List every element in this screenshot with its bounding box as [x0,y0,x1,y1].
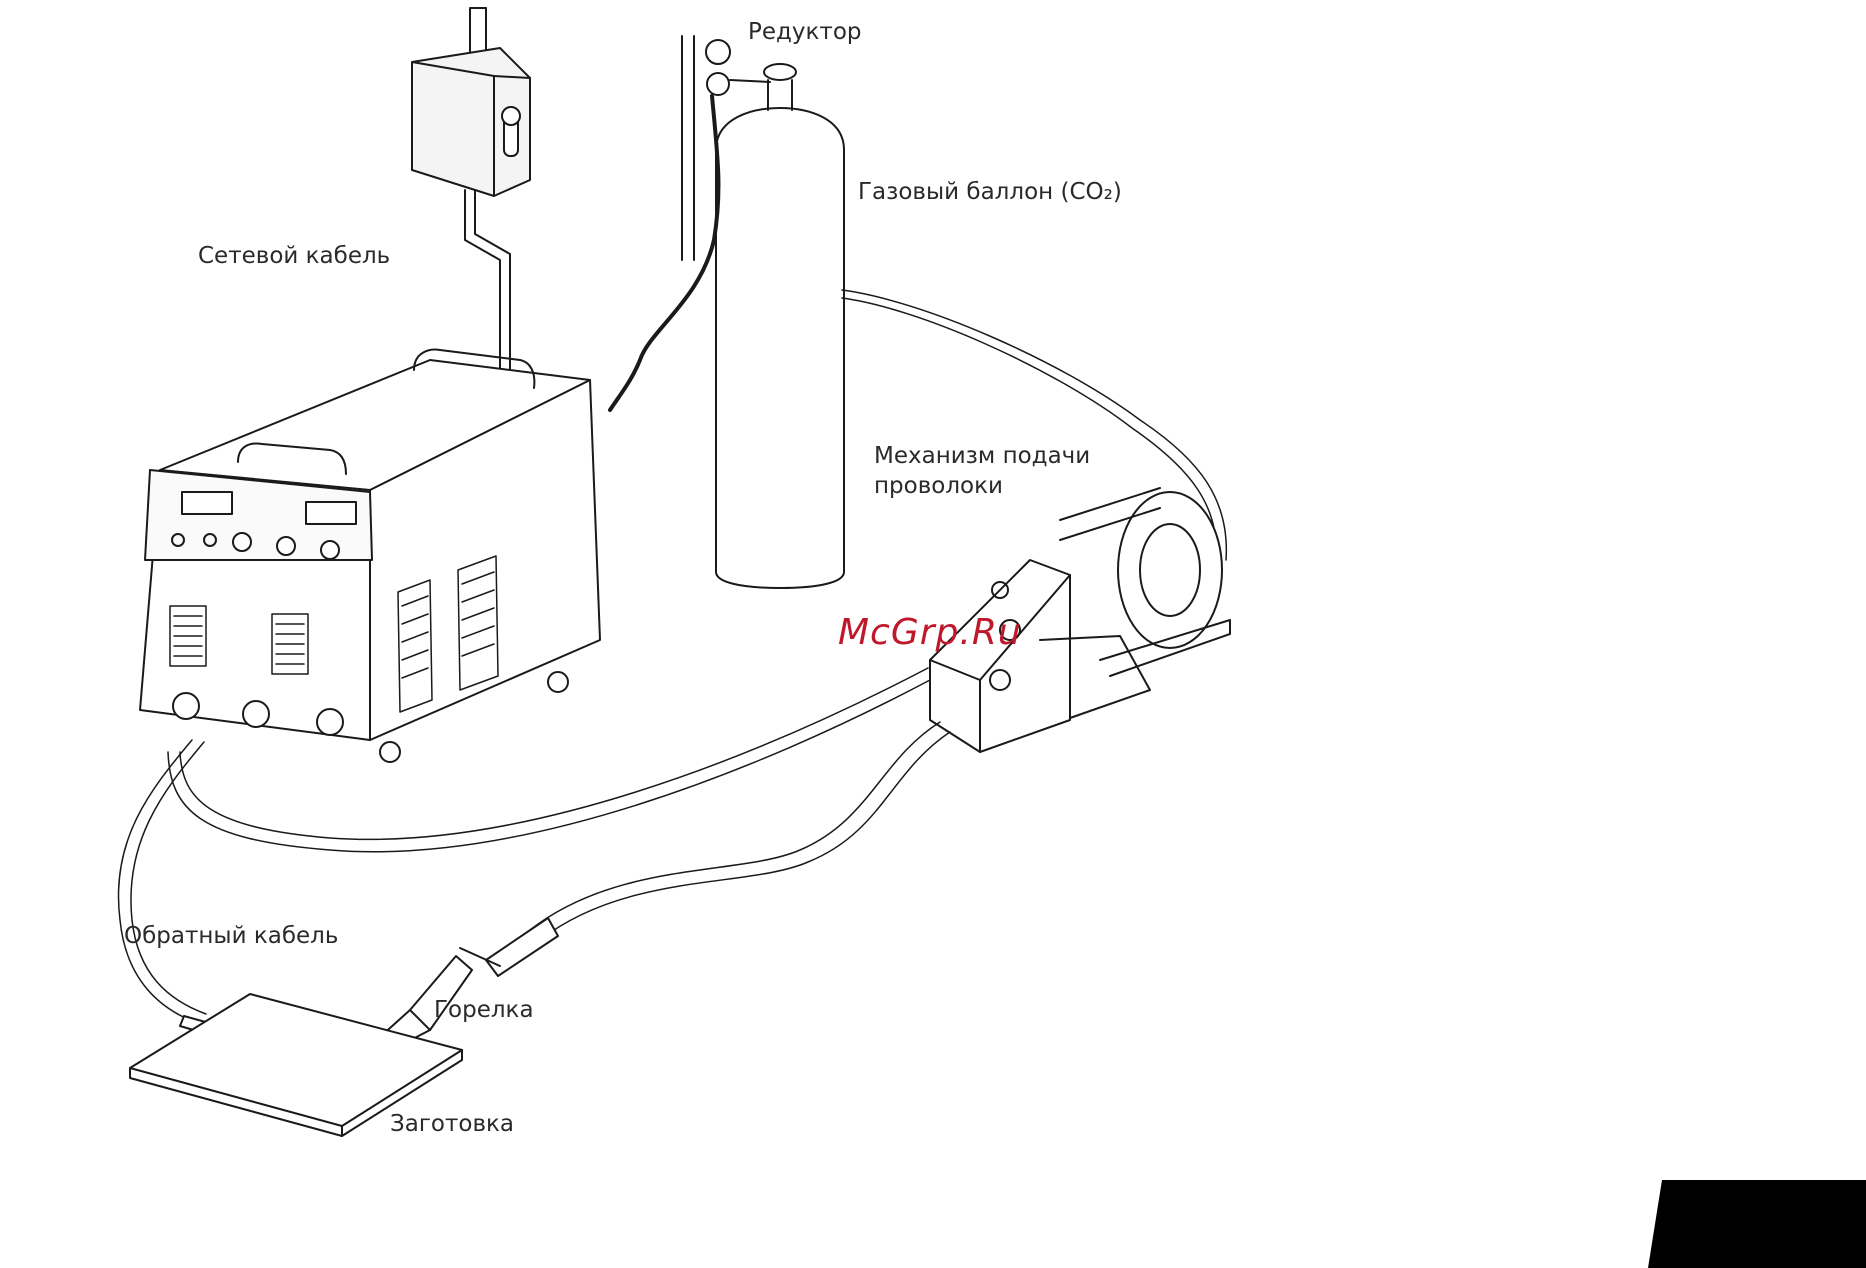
wire-feeder-label-line1: Механизм подачи [874,442,1090,470]
torch-label: Горелка [434,996,534,1024]
gas-cylinder [682,36,844,588]
return-cable [118,740,206,1024]
gas-cylinder-label: Газовый баллон (CO₂) [858,178,1122,206]
mains-cable-label: Сетевой кабель [198,242,390,270]
return-cable-label: Обратный кабель [124,922,338,950]
workpiece-label: Заготовка [390,1110,514,1138]
watermark-text: McGrp.Ru [838,612,1022,653]
mains-cable-line [465,190,510,370]
welding-machine [140,350,600,762]
wire-feeder-label-line2: проволоки [874,472,1003,500]
gas-hose [610,96,718,410]
wall-switch-box [412,8,530,196]
reducer-label: Редуктор [748,18,862,46]
